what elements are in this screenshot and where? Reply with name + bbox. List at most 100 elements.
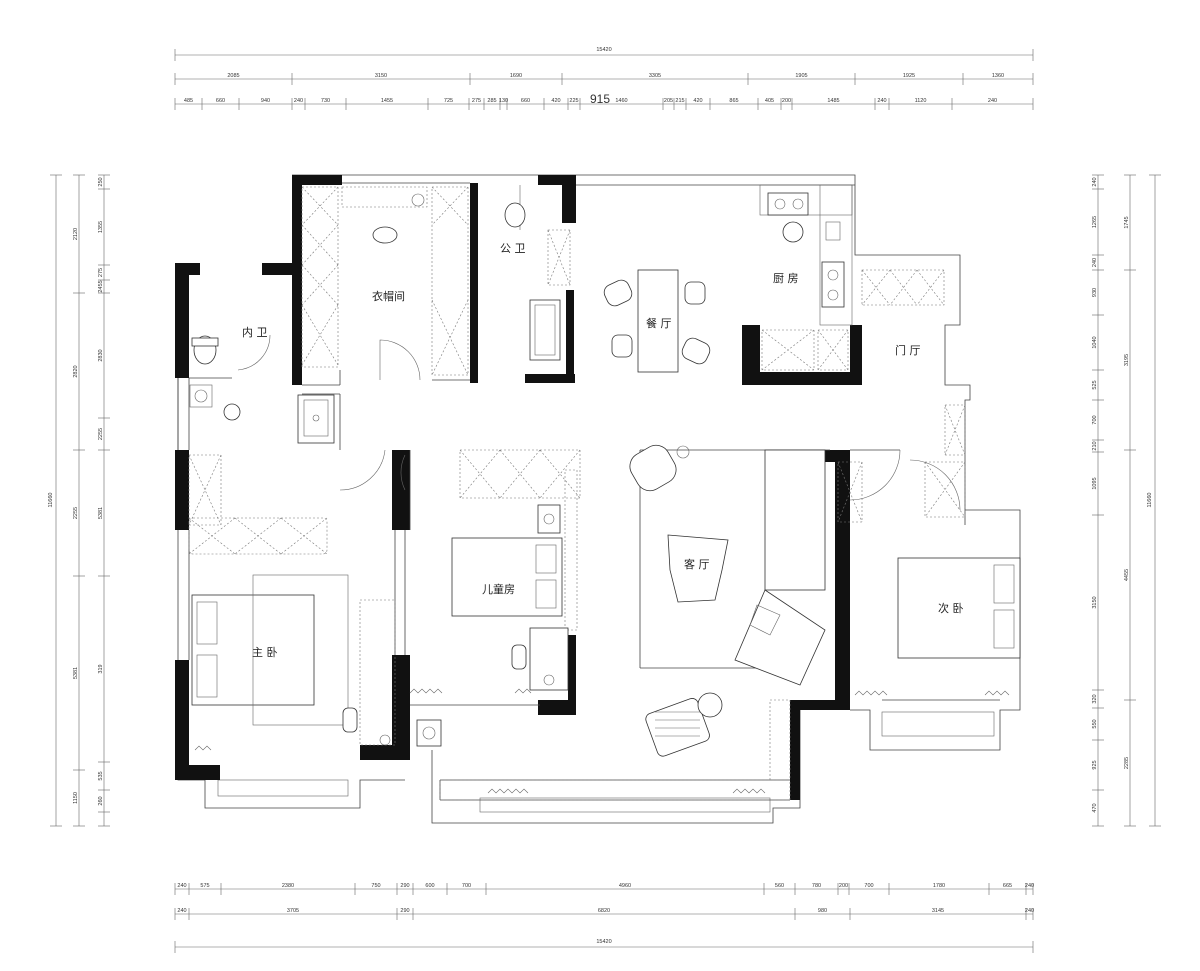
room-label-inner-bathroom: 内 卫 xyxy=(242,325,268,339)
right_inner-dim-0: 240 xyxy=(1092,177,1098,186)
top_row3-dim-15: 215 xyxy=(675,98,684,104)
top_row3-dim-10: 660 xyxy=(521,98,530,104)
bottom_row2-dim-4: 980 xyxy=(818,908,827,914)
right_inner-dim-13: 470 xyxy=(1092,803,1098,812)
bottom_row1-dim-2: 2380 xyxy=(282,883,294,889)
top_row2-dim-5: 1925 xyxy=(903,73,915,79)
bottom_row1-dim-6: 700 xyxy=(462,883,471,889)
cabinets xyxy=(188,184,966,801)
toilet-icon xyxy=(504,202,526,228)
top_row3-dim-5: 1455 xyxy=(381,98,393,104)
bottom_row2-dim-2: 290 xyxy=(400,908,409,914)
right-outer-dim: 11660 xyxy=(1147,493,1153,508)
right_inner-dim-8: 1095 xyxy=(1092,477,1098,489)
bottom_row2-dim-6: 240 xyxy=(1025,908,1034,914)
room-label-second-bedroom: 次 卧 xyxy=(938,601,964,615)
bottom_row1-dim-1: 575 xyxy=(200,883,209,889)
bottom_row1-dim-13: 665 xyxy=(1003,883,1012,889)
left_inner-dim-7: 319 xyxy=(98,664,104,673)
curtains xyxy=(194,688,1010,794)
top_row3-dim-0: 485 xyxy=(184,98,193,104)
right_inner-dim-12: 925 xyxy=(1092,760,1098,769)
bottom_row2-dim-5: 3145 xyxy=(932,908,944,914)
bottom_row1-dim-9: 780 xyxy=(812,883,821,889)
left_inner-dim-2: 275 xyxy=(98,268,104,277)
bed xyxy=(897,557,1021,659)
bottom_row1-dim-4: 290 xyxy=(400,883,409,889)
room-label-walk-in-closet: 衣帽间 xyxy=(372,289,405,303)
right_inner-dim-7: 210 xyxy=(1092,441,1098,450)
top_row3-dim-20: 1485 xyxy=(827,98,839,104)
top_row3-dim-19: 200 xyxy=(782,98,791,104)
bottom_row2-dim-1: 3705 xyxy=(287,908,299,914)
top_row3-dim-18: 405 xyxy=(765,98,774,104)
bottom_row1-dim-14: 240 xyxy=(1025,883,1034,889)
top_row3-dim-4: 730 xyxy=(321,98,330,104)
furniture xyxy=(189,192,1021,757)
bottom_row1-dim-12: 1780 xyxy=(933,883,945,889)
left_inner-dim-8: 535 xyxy=(98,771,104,780)
top_row3-dim-2: 940 xyxy=(261,98,270,104)
top-special-dim: 915 xyxy=(590,92,610,106)
bed xyxy=(451,537,563,617)
top_row3-dim-17: 865 xyxy=(729,98,738,104)
room-label-living-room: 客 厅 xyxy=(684,557,710,571)
room-labels: 衣帽间 公 卫 餐 厅 厨 房 门 厅 内 卫 儿童房 客 厅 次 卧 主 卧 xyxy=(242,242,964,659)
right_inner-dim-6: 700 xyxy=(1092,415,1098,424)
top_row3-dim-9: 130 xyxy=(499,98,508,104)
top_row2-dim-3: 3305 xyxy=(649,73,661,79)
room-label-public-bathroom: 公 卫 xyxy=(500,242,526,255)
top_row3-dim-12: 225 xyxy=(569,98,578,104)
left_mid-dim-0: 2120 xyxy=(73,228,79,240)
top-total-dim: 15420 xyxy=(596,47,611,53)
left_inner-dim-3: 2455 xyxy=(98,280,104,292)
dining-table xyxy=(637,269,679,373)
right_inner-dim-5: 525 xyxy=(1092,380,1098,389)
top_row3-dim-23: 240 xyxy=(988,98,997,104)
room-label-kitchen: 厨 房 xyxy=(773,272,799,285)
top_row3-dim-16: 420 xyxy=(693,98,702,104)
left_inner-dim-9: 260 xyxy=(98,796,104,805)
outer-outline xyxy=(177,174,1021,824)
top_row3-dim-3: 240 xyxy=(294,98,303,104)
top_row3-dim-6: 725 xyxy=(444,98,453,104)
right_mid-dim-2: 4455 xyxy=(1124,569,1130,581)
bottom-dimensions: 240 575 2380 750 290 600 700 4960 560 780 200 700 17… xyxy=(174,883,1034,953)
left_inner-dim-0: 250 xyxy=(98,177,104,186)
top_row2-dim-1: 3150 xyxy=(375,73,387,79)
right-dimensions: 2401265240930104052570021010953150320550… xyxy=(1092,174,1161,827)
left_inner-dim-1: 1355 xyxy=(98,221,104,233)
bottom_row1-dim-7: 4960 xyxy=(619,883,631,889)
right_mid-dim-0: 1745 xyxy=(1124,216,1130,228)
right_inner-dim-3: 930 xyxy=(1092,288,1098,297)
bottom_row1-dim-11: 700 xyxy=(864,883,873,889)
room-label-children-room: 儿童房 xyxy=(482,582,515,596)
top_row3-dim-8: 285 xyxy=(487,98,496,104)
right_inner-dim-11: 550 xyxy=(1092,719,1098,728)
bottom_row2-dim-3: 6820 xyxy=(598,908,610,914)
bottom-total-dim: 15420 xyxy=(596,939,611,945)
bottom_row1-dim-10: 200 xyxy=(839,883,848,889)
right_inner-dim-9: 3150 xyxy=(1092,596,1098,608)
bottom_row1-dim-5: 600 xyxy=(425,883,434,889)
right_mid-dim-3: 2285 xyxy=(1124,757,1130,769)
bottom_row1-dim-3: 750 xyxy=(371,883,380,889)
bottom_row1-dim-8: 560 xyxy=(775,883,784,889)
left_mid-dim-4: 1150 xyxy=(73,792,79,804)
right_mid-dim-1: 3195 xyxy=(1124,354,1130,366)
left_mid-dim-2: 2255 xyxy=(73,507,79,519)
stove-icon xyxy=(821,261,845,308)
left-outer-dim: 11660 xyxy=(48,493,54,508)
top_row2-dim-2: 1690 xyxy=(510,73,522,79)
right_inner-dim-1: 1265 xyxy=(1092,216,1098,228)
right_inner-dim-2: 240 xyxy=(1092,258,1098,267)
top_row3-dim-13: 1460 xyxy=(615,98,627,104)
left_inner-dim-6: 5381 xyxy=(98,507,104,519)
top_row3-dim-21: 240 xyxy=(877,98,886,104)
sink-icon xyxy=(767,192,809,216)
right_inner-dim-4: 1040 xyxy=(1092,336,1098,348)
top_row3-dim-14: 205 xyxy=(664,98,673,104)
